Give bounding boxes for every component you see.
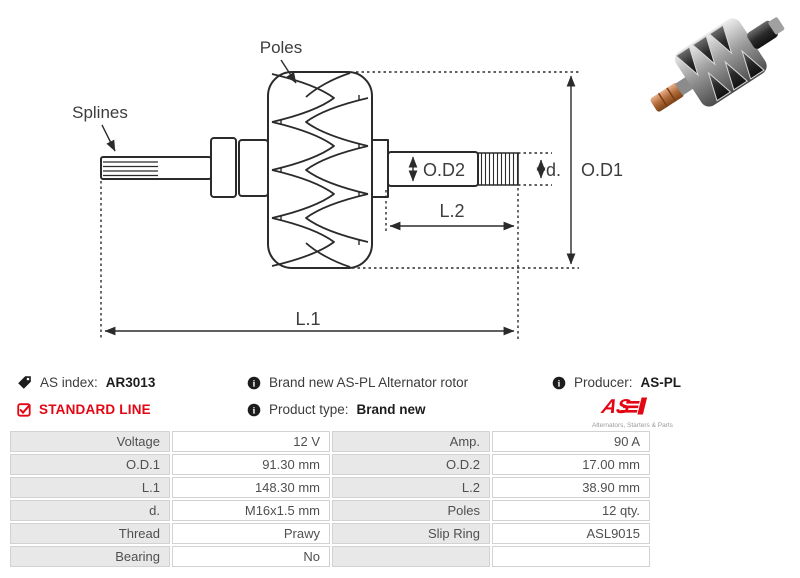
claw-triangles [675, 24, 765, 102]
dimension-lines [100, 59, 579, 340]
info-icon: i [247, 376, 261, 389]
poles-label: Poles [260, 38, 303, 57]
spec-label-cell [332, 546, 490, 567]
spec-label-cell: L.1 [10, 477, 170, 498]
rotor-outline [100, 71, 519, 269]
shaft-collar-right [371, 139, 389, 198]
product-type-label: Product type: [269, 402, 349, 417]
threaded-end [477, 152, 519, 186]
description-text: Brand new AS-PL Alternator rotor [269, 375, 469, 390]
spec-value-cell: 90 A [492, 431, 650, 452]
shaft-tip [768, 17, 785, 35]
poles-pointer-arrow [280, 59, 297, 84]
description-row: i Brand new AS-PL Alternator rotor [247, 374, 468, 391]
shaft-collar-1 [210, 137, 237, 198]
spec-value-cell: M16x1.5 mm [172, 500, 330, 521]
od2-label: O.D2 [423, 160, 465, 180]
info-icon: i [247, 403, 261, 416]
spec-value-cell: 12 V [172, 431, 330, 452]
rotor-technical-diagram: Poles Splines O.D2 d. O.D1 L.2 L.1 [72, 38, 623, 340]
spec-value-cell: 12 qty. [492, 500, 650, 521]
as-index-label: AS index: [40, 375, 98, 390]
spec-label-cell: Thread [10, 523, 170, 544]
claw-poles [271, 72, 369, 268]
producer-value: AS-PL [640, 375, 682, 390]
as-logo-icon: AS [599, 396, 648, 418]
as-logo-subtext: Alternators, Starters & Parts [592, 422, 673, 429]
spec-value-cell: No [172, 546, 330, 567]
svg-text:i: i [253, 379, 256, 389]
checkbox-check-icon [17, 402, 31, 417]
spec-value-cell: ASL9015 [492, 523, 650, 544]
spline-lines [103, 161, 158, 177]
d-label: d. [546, 160, 561, 180]
spec-label-cell: Voltage [10, 431, 170, 452]
splines-pointer-arrow [101, 124, 116, 152]
spec-value-cell: Prawy [172, 523, 330, 544]
spec-label-cell: d. [10, 500, 170, 521]
tag-icon [18, 376, 31, 389]
l2-label: L.2 [439, 201, 464, 221]
producer-row: i Producer: AS-PL [552, 374, 681, 391]
spec-value-cell: 148.30 mm [172, 477, 330, 498]
svg-text:i: i [558, 379, 561, 389]
shaft-collar-2 [238, 139, 269, 197]
spec-value-cell: 38.90 mm [492, 477, 650, 498]
standard-line-row: STANDARD LINE [17, 401, 151, 418]
spec-label-cell: L.2 [332, 477, 490, 498]
spec-label-cell: O.D.2 [332, 454, 490, 475]
spec-label-cell: Slip Ring [332, 523, 490, 544]
spec-value-cell: 17.00 mm [492, 454, 650, 475]
product-type-row: i Product type: Brand new [247, 401, 426, 418]
spec-label-cell: Amp. [332, 431, 490, 452]
rotor-photo-illustration [650, 17, 785, 112]
dimension-labels: Poles Splines O.D2 d. O.D1 L.2 L.1 [72, 38, 623, 329]
svg-text:i: i [253, 406, 256, 416]
product-type-value: Brand new [356, 402, 426, 417]
product-photo [650, 17, 785, 112]
l1-label: L.1 [295, 309, 320, 329]
as-index-row: AS index: AR3013 [17, 374, 155, 391]
spec-value-cell [492, 546, 650, 567]
standard-line-label: STANDARD LINE [39, 402, 151, 417]
spec-label-cell: Poles [332, 500, 490, 521]
spec-label-cell: Bearing [10, 546, 170, 567]
as-index-value: AR3013 [105, 375, 156, 390]
splines-label: Splines [72, 103, 128, 122]
spec-value-cell: 91.30 mm [172, 454, 330, 475]
od1-label: O.D1 [581, 160, 623, 180]
info-icon: i [552, 376, 566, 389]
producer-label: Producer: [574, 375, 633, 390]
rotor-barrel [674, 18, 767, 107]
spec-label-cell: O.D.1 [10, 454, 170, 475]
shaft-right [747, 20, 778, 49]
slip-rings [650, 83, 684, 112]
as-brand-logo: AS Alternators, Starters & Parts [592, 396, 673, 429]
